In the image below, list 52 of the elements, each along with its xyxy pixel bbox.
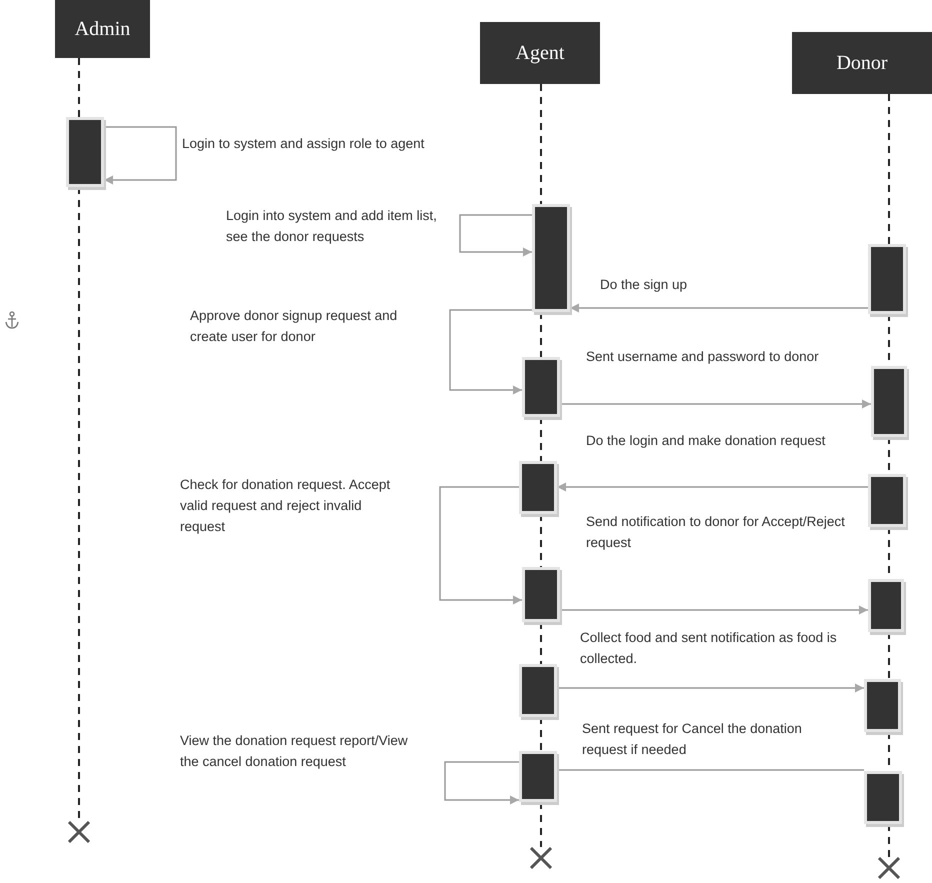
activation-bar (864, 679, 901, 732)
activation-bar (868, 244, 906, 314)
edge-label: Approve donor signup request and create user for donor (190, 307, 398, 346)
edge-label: Do the login and make donation request (586, 432, 826, 450)
message-arrow (570, 304, 868, 312)
lifeline (78, 187, 80, 821)
destroy-mark (530, 847, 552, 869)
edge-label: View the donation request report/View the cancel donation request (180, 732, 409, 771)
destroy-mark (68, 821, 90, 843)
message-arrow (104, 126, 177, 184)
lifeline (888, 94, 890, 244)
lifeline (540, 622, 542, 664)
lifeline (888, 632, 890, 679)
activation-bar (532, 204, 570, 312)
edge-label: Login into system and add item list, see the donor requests (226, 207, 438, 246)
destroy-mark (878, 857, 900, 879)
lifeline (540, 717, 542, 751)
activation-bar (522, 567, 560, 622)
lifeline-head: Admin (55, 0, 150, 58)
lifeline (540, 802, 542, 847)
lifeline (888, 824, 890, 857)
lifeline (540, 417, 542, 461)
message-arrow (449, 309, 532, 394)
activation-bar (519, 664, 557, 717)
edge-label: Sent request for Cancel the donation request if needed (582, 720, 803, 759)
edge-label: Login to system and assign role to agent (182, 135, 426, 153)
message-arrow (459, 214, 532, 256)
activation-bar (522, 357, 560, 417)
activation-bar (519, 751, 557, 802)
activation-bar (66, 117, 104, 187)
activation-bar (864, 771, 902, 824)
message-arrow (444, 761, 519, 804)
lifeline (540, 84, 542, 204)
message-arrow (560, 606, 868, 614)
activation-bar (519, 461, 557, 514)
message-arrow (560, 400, 871, 408)
edge-label: Send notification to donor for Accept/Reject request (586, 513, 846, 552)
activation-bar (868, 579, 904, 632)
edge-label: Check for donation request. Accept valid request and reject invalid request (180, 476, 392, 536)
lifeline-head: Agent (480, 22, 600, 84)
edge-label: Do the sign up (600, 276, 688, 294)
lifeline (78, 58, 80, 117)
edge-label: Collect food and sent notification as food is collected. (580, 629, 838, 668)
message-arrow (439, 486, 522, 604)
lifeline (540, 514, 542, 567)
activation-bar (868, 474, 906, 527)
edge-label: Sent username and password to donor (586, 348, 820, 366)
message-arrow (557, 684, 864, 692)
lifeline-head: Donor (792, 32, 932, 94)
lifeline (540, 312, 542, 357)
activation-bar (871, 366, 907, 437)
message-arrow (557, 482, 868, 492)
